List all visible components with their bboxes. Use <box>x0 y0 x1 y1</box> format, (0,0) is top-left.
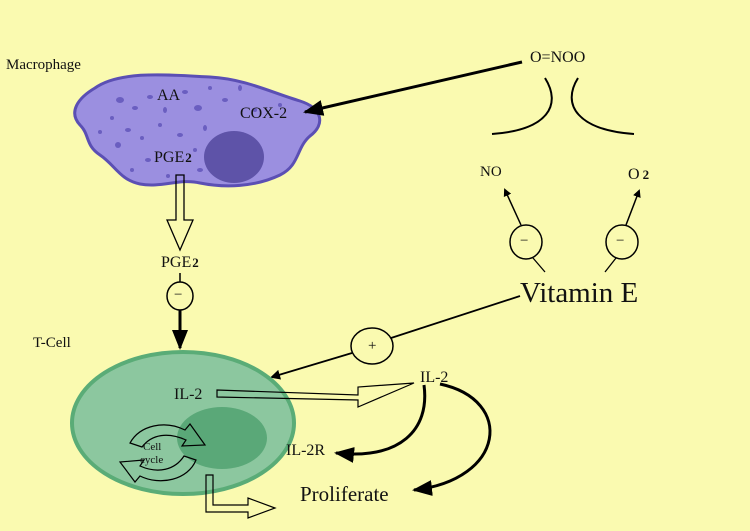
macrophage-nucleus <box>204 131 264 183</box>
pge2-hollow-arrow <box>166 174 194 252</box>
arc-left <box>491 77 553 135</box>
macrophage-label: Macrophage <box>6 57 81 73</box>
proliferate-label: Proliferate <box>300 482 389 506</box>
pge2-outside-subscript: 2 <box>192 255 199 270</box>
pge2-minus-sign: − <box>174 287 183 303</box>
il2r-label: IL-2R <box>286 442 326 459</box>
il2-outside-label: IL-2 <box>420 369 449 386</box>
peroxynitrite-label: O=NOO <box>530 49 586 66</box>
macrophage-cell <box>73 73 322 188</box>
vite-right-minus-circle <box>605 224 639 260</box>
cell-cycle-label-line1: Cell <box>143 441 162 453</box>
proliferate-hollow-arrow <box>205 474 277 519</box>
pge2-inside-subscript: 2 <box>185 150 192 165</box>
macrophage-granules <box>98 85 282 178</box>
o2-text: O <box>628 166 640 183</box>
cell-cycle-arrow-2 <box>118 455 197 483</box>
plus-circle <box>350 327 394 365</box>
t-cell-label: T-Cell <box>33 335 71 351</box>
plus-to-tcell-arrow <box>270 352 353 380</box>
vite-to-plus-line <box>390 295 521 339</box>
t-cell-nucleus <box>177 407 267 469</box>
plus-sign: + <box>368 338 377 354</box>
il2-inside-label: IL-2 <box>174 386 203 403</box>
arc-right <box>570 77 635 135</box>
vite-to-o2-arrow <box>625 189 641 226</box>
o2-subscript: 2 <box>642 167 650 182</box>
vitamin-e-label: Vitamin E <box>520 277 639 309</box>
peroxynitrite-to-cox2-arrow <box>303 60 523 116</box>
pge2-inside-text: PGE <box>154 149 185 166</box>
il2-secretion-hollow-arrow <box>216 382 415 408</box>
il2-to-il2r-arrow <box>334 384 427 463</box>
vite-left-minus-circle <box>509 224 543 260</box>
vite-left-stem <box>532 257 546 273</box>
vite-to-no-arrow <box>503 188 522 226</box>
aa-label: AA <box>157 87 181 104</box>
vite-right-minus-sign: − <box>616 233 625 249</box>
cox2-label: COX-2 <box>240 105 288 122</box>
cell-cycle-label-line2: cycle <box>140 454 164 466</box>
no-label: NO <box>480 164 502 180</box>
vite-right-stem <box>604 257 617 273</box>
pge2-outside-label: PGE2 <box>161 255 199 271</box>
pge2-outside-text: PGE <box>161 254 192 271</box>
cell-cycle-arrow-1 <box>129 423 207 448</box>
vite-left-minus-sign: − <box>520 233 529 249</box>
pge2-inside-label: PGE2 <box>154 150 192 166</box>
il2-to-proliferate-arrow <box>412 382 492 496</box>
